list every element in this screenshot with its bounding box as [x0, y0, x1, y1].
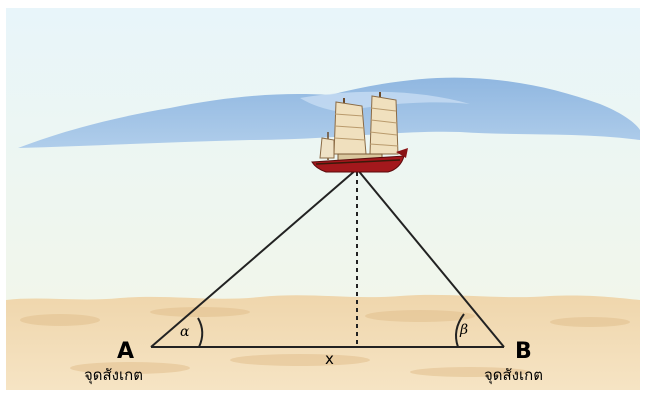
point-a-label: A — [117, 339, 134, 364]
angle-arc-alpha — [197, 317, 204, 348]
angle-arc-beta — [455, 313, 465, 348]
point-a-caption: จุดสังเกต — [84, 366, 143, 385]
angle-alpha-label: α — [180, 324, 190, 340]
ship-icon — [311, 92, 408, 173]
base-length-label: x — [325, 350, 334, 368]
sight-line-a — [150, 168, 358, 348]
sight-line-b — [356, 168, 505, 348]
distant-mountain — [18, 77, 640, 148]
sand-texture — [20, 307, 630, 377]
point-b-label: B — [515, 339, 532, 364]
point-b-caption: จุดสังเกต — [484, 366, 543, 385]
angle-beta-label: β — [459, 322, 468, 338]
